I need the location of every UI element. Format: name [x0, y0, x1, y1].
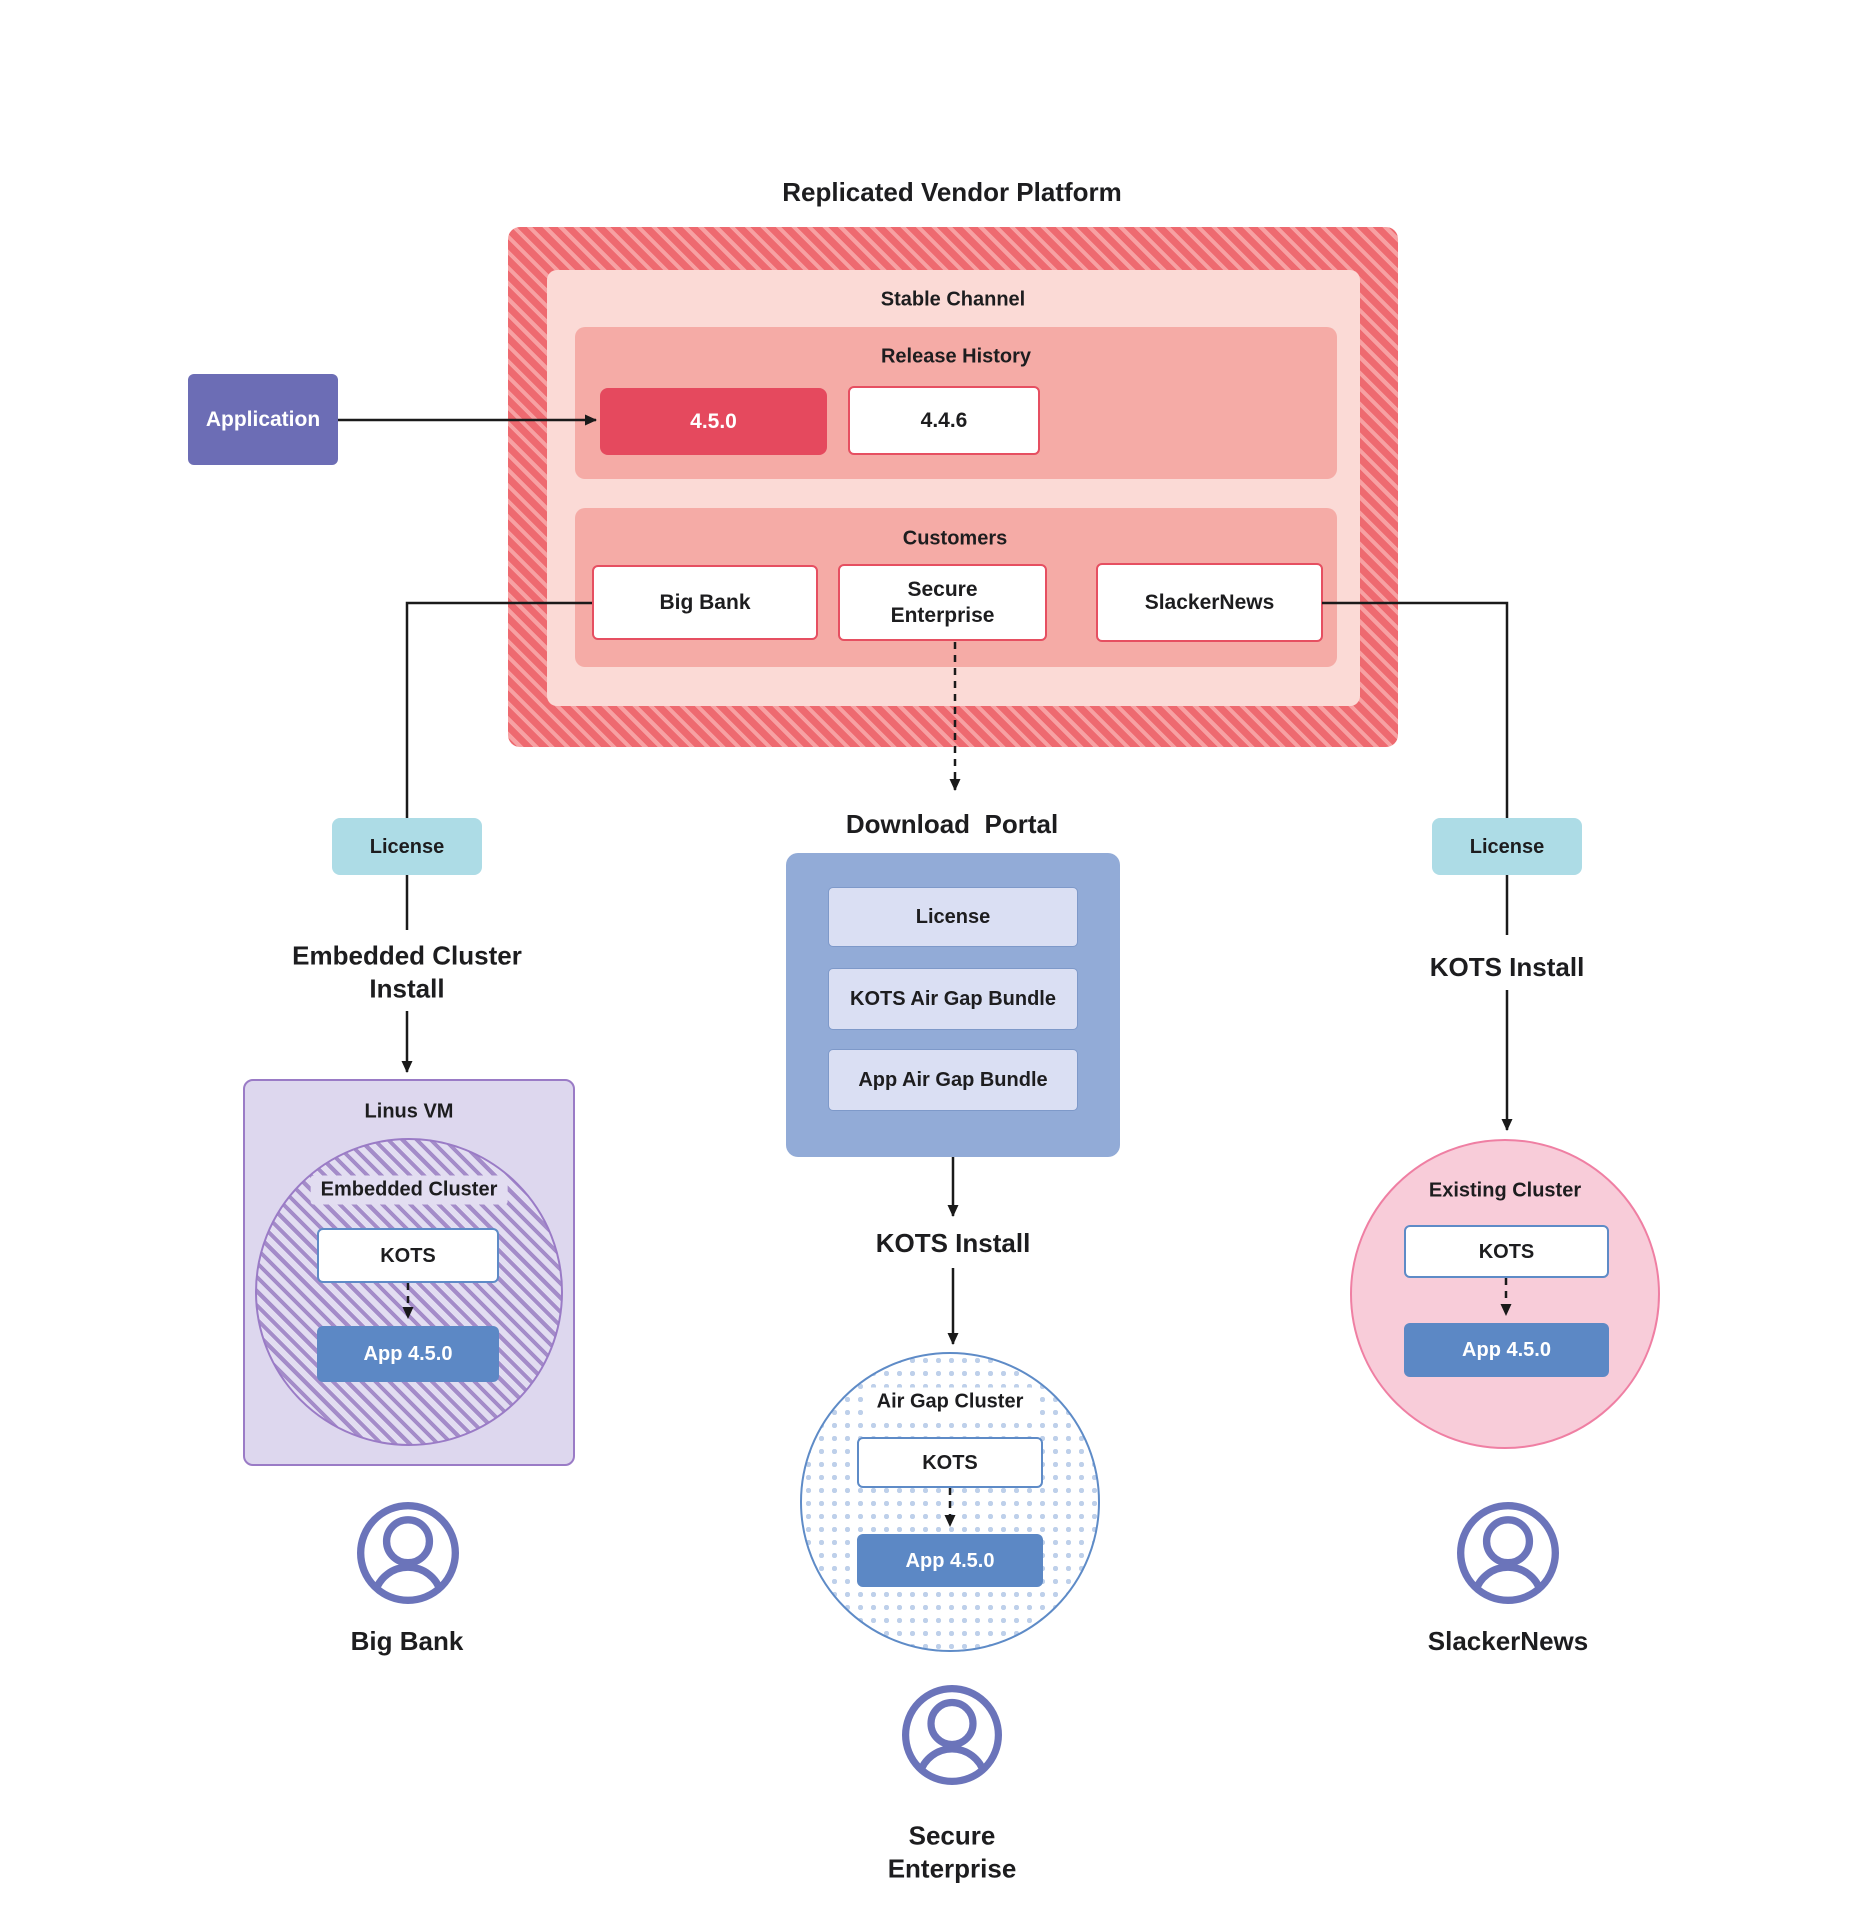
kots-node-big-bank: KOTS [317, 1228, 499, 1283]
big-bank-user-label: Big Bank [350, 1625, 464, 1656]
secure-enterprise-user-label: Secure Enterprise [887, 1820, 1017, 1884]
app-node-slackernews: App 4.5.0 [1404, 1323, 1609, 1377]
release-node-current: 4.5.0 [600, 388, 827, 455]
kots-node-secure-enterprise: KOTS [857, 1437, 1043, 1488]
existing-cluster-label: Existing Cluster [1428, 1179, 1582, 1202]
customer-node-secure-enterprise: Secure Enterprise [838, 564, 1047, 641]
portal-item-app-bundle: App Air Gap Bundle [828, 1049, 1078, 1111]
app-node-big-bank: App 4.5.0 [317, 1326, 499, 1382]
embedded-cluster-label: Embedded Cluster [310, 1175, 508, 1205]
application-node: Application [188, 374, 338, 465]
air-gap-cluster-label: Air Gap Cluster [866, 1387, 1034, 1417]
linus-vm-label: Linus VM [364, 1100, 454, 1123]
customer-node-secure-enterprise-label: Secure Enterprise [890, 578, 995, 627]
page-title: Replicated Vendor Platform [782, 176, 1122, 207]
license-node-slackernews: License [1432, 818, 1582, 875]
portal-item-license: License [828, 887, 1078, 947]
portal-item-kots-bundle: KOTS Air Gap Bundle [828, 968, 1078, 1030]
stable-channel-label: Stable Channel [880, 288, 1026, 311]
user-icon [357, 1502, 459, 1604]
customers-label: Customers [902, 527, 1008, 550]
license-node-big-bank: License [332, 818, 482, 875]
user-icon [902, 1685, 1002, 1785]
kots-install-label-right: KOTS Install [1429, 951, 1585, 982]
embedded-cluster-install-label: Embedded Cluster Install [292, 940, 522, 1004]
user-icon [1457, 1502, 1559, 1604]
app-node-secure-enterprise: App 4.5.0 [857, 1534, 1043, 1587]
customer-node-slackernews: SlackerNews [1096, 563, 1323, 642]
release-history-label: Release History [880, 345, 1032, 368]
customer-node-big-bank: Big Bank [592, 565, 818, 640]
kots-install-label-middle: KOTS Install [875, 1227, 1031, 1258]
kots-node-slackernews: KOTS [1404, 1225, 1609, 1278]
download-portal-label: Download Portal [845, 808, 1059, 839]
slackernews-user-label: SlackerNews [1427, 1625, 1589, 1656]
release-node-previous: 4.4.6 [848, 386, 1040, 455]
